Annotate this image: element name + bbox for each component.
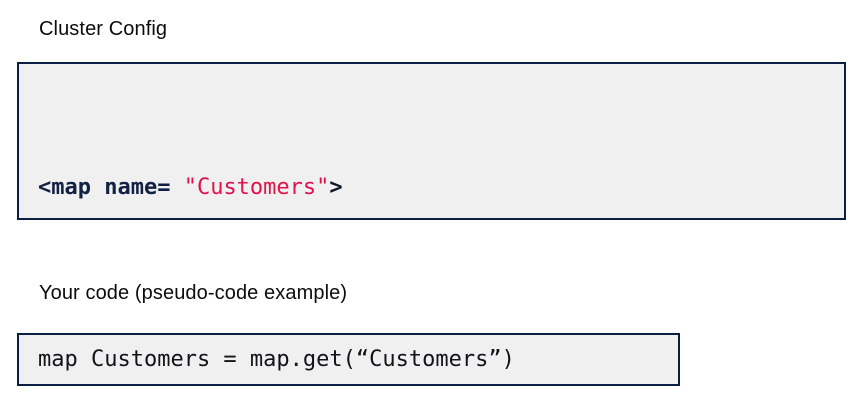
- code-line-map-get: map Customers = map.get(“Customers”): [38, 346, 515, 372]
- code-token-string-customers: "Customers": [183, 175, 330, 200]
- code-token-tag-map-open: <map name=: [38, 175, 184, 200]
- your-code-heading: Your code (pseudo-code example): [39, 282, 348, 304]
- code-line-map-open: <map name= "Customers">: [38, 172, 844, 203]
- cluster-config-code-block[interactable]: <map name= "Customers"> <backup-count>1<…: [17, 62, 846, 220]
- your-code-code-block[interactable]: map Customers = map.get(“Customers”): [17, 333, 680, 386]
- cluster-config-heading: Cluster Config: [39, 18, 168, 40]
- code-token-punct-gt: >: [329, 175, 343, 200]
